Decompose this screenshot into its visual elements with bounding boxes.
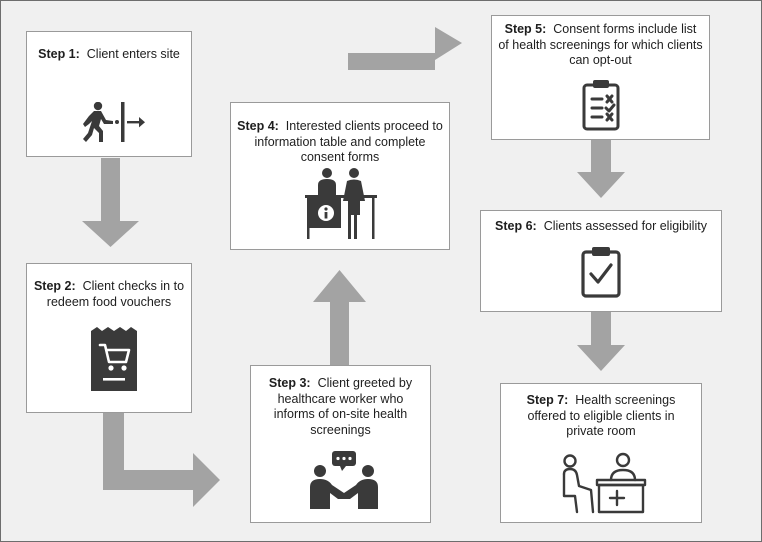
consultation-desk-icon: [562, 452, 647, 514]
step-7-text: Step 7: Health screenings offered to eli…: [507, 393, 695, 440]
checklist-clipboard-icon: [582, 80, 620, 131]
step-5-description: Consent forms include list of health scr…: [498, 22, 703, 67]
step-1-text: Step 1: Client enters site: [33, 47, 185, 63]
arrow-step5-to-step6: [577, 140, 625, 198]
step-4-label: Step 4:: [237, 119, 279, 133]
step-1-description: Client enters site: [86, 47, 180, 61]
step-3-box: Step 3: Client greeted by healthcare wor…: [250, 365, 431, 523]
person-exit-door-icon: [83, 102, 145, 142]
step-2-box: Step 2: Client checks in to redeem food …: [26, 263, 192, 413]
step-3-text: Step 3: Client greeted by healthcare wor…: [257, 376, 424, 438]
step-1-box: Step 1: Client enters site: [26, 31, 192, 157]
step-5-box: Step 5: Consent forms include list of he…: [491, 15, 710, 140]
step-5-text: Step 5: Consent forms include list of he…: [498, 22, 703, 69]
arrow-step4-to-step5: [329, 27, 462, 102]
step-2-text: Step 2: Client checks in to redeem food …: [33, 279, 185, 310]
step-1-label: Step 1:: [38, 47, 80, 61]
conversation-handshake-icon: [310, 451, 378, 509]
arrow-step6-to-step7: [577, 312, 625, 371]
step-7-label: Step 7:: [526, 393, 569, 407]
step-7-box: Step 7: Health screenings offered to eli…: [500, 383, 702, 523]
arrow-step3-to-step4: [313, 270, 366, 365]
information-table-icon: [305, 168, 377, 239]
step-3-label: Step 3:: [268, 376, 311, 390]
arrow-step2-to-step3: [103, 413, 220, 507]
checkmark-clipboard-icon: [581, 247, 621, 298]
step-4-box: Step 4: Interested clients proceed to in…: [230, 102, 450, 250]
step-2-label: Step 2:: [33, 279, 76, 293]
step-3-description: Client greeted by healthcare worker who …: [273, 376, 413, 437]
step-6-text: Step 6: Clients assessed for eligibility: [487, 219, 715, 235]
step-2-description: Client checks in to redeem food vouchers: [46, 279, 185, 309]
step-4-text: Step 4: Interested clients proceed to in…: [237, 119, 443, 166]
step-6-label: Step 6:: [495, 219, 537, 233]
food-voucher-cart-icon: [91, 327, 137, 391]
step-6-box: Step 6: Clients assessed for eligibility: [480, 210, 722, 312]
arrow-step1-to-step2: [82, 158, 139, 247]
step-4-description: Interested clients proceed to informatio…: [254, 119, 443, 164]
step-7-description: Health screenings offered to eligible cl…: [527, 393, 676, 438]
step-5-label: Step 5:: [504, 22, 547, 36]
step-6-description: Clients assessed for eligibility: [543, 219, 707, 233]
